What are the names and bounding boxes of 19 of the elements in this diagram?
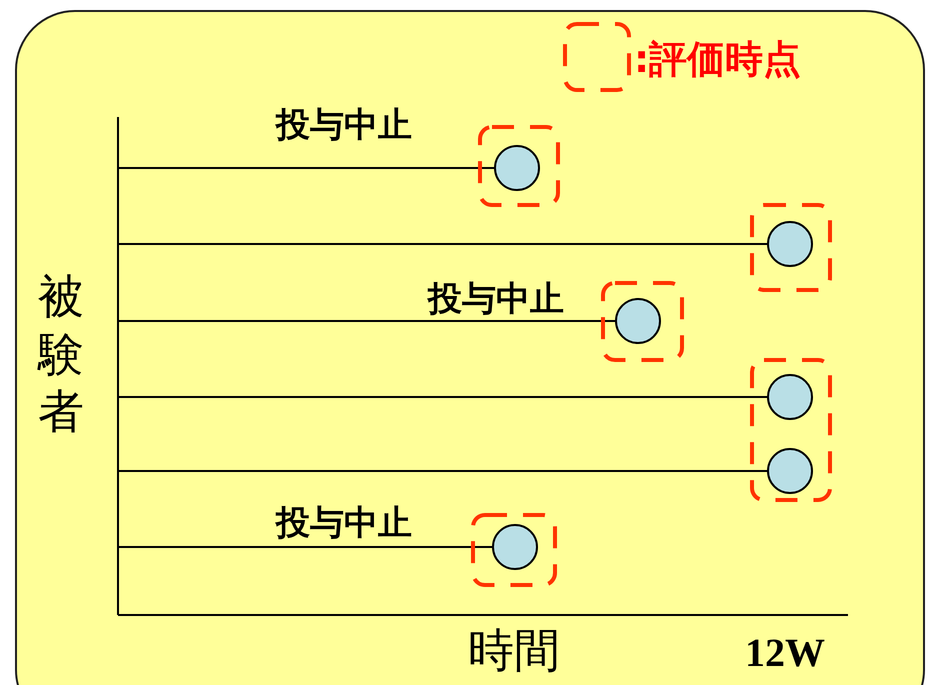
annotation-label: 投与中止 (276, 502, 412, 544)
evaluation-point-circle (767, 221, 813, 267)
timeline-line (118, 470, 768, 472)
timeline-line (118, 167, 495, 169)
timeline-line (118, 243, 768, 245)
timeline-line (118, 320, 616, 322)
annotation-label: 投与中止 (276, 104, 412, 146)
legend-text: :評価時点 (634, 40, 802, 78)
evaluation-point-circle (494, 145, 540, 191)
time-label: 12W (745, 629, 825, 677)
timeline-line (118, 396, 768, 398)
axis-label: 時間 (468, 622, 560, 679)
evaluation-point-circle (767, 448, 813, 494)
timeline-line (118, 546, 493, 548)
evaluation-point-circle (492, 524, 538, 570)
axis-label: 被験者 (38, 268, 84, 440)
annotation-label: 投与中止 (428, 278, 564, 320)
evaluation-point-circle (767, 374, 813, 420)
evaluation-point-circle (615, 298, 661, 344)
